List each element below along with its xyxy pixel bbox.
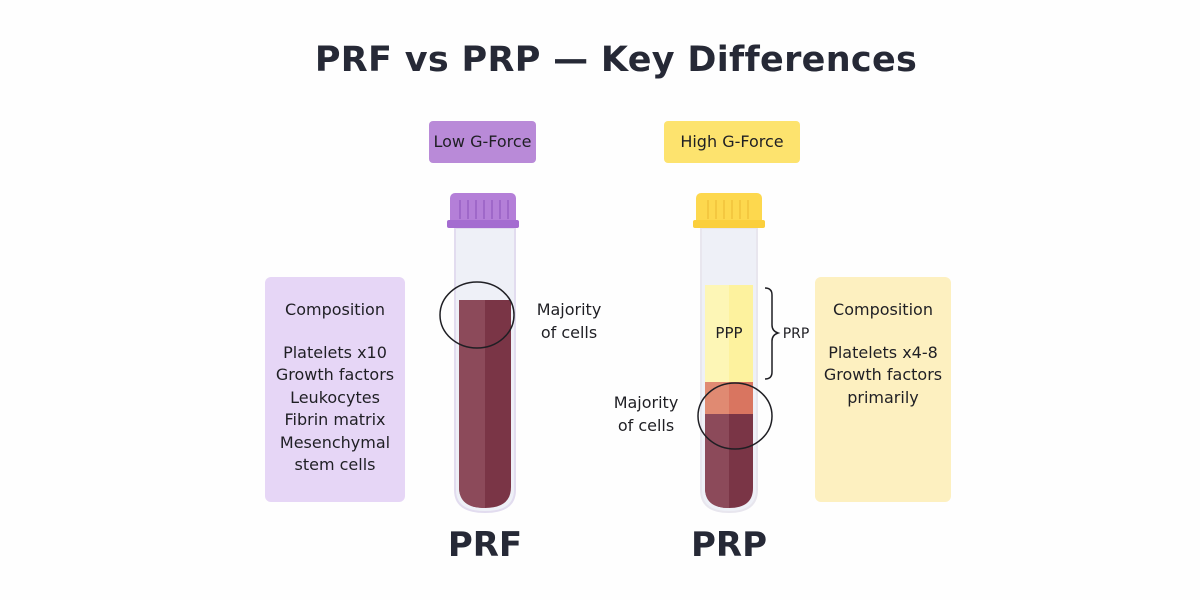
prf-majority-line: of cells — [540, 323, 598, 342]
prp-tube-icon — [693, 193, 781, 514]
prp-composition-item: Growth factors — [823, 365, 943, 384]
prp-majority-ellipse — [697, 382, 773, 450]
prf-majority-ellipse — [439, 281, 515, 349]
prp-composition-heading: Composition — [833, 300, 933, 319]
prf-composition-item: Growth factors — [275, 365, 395, 384]
prf-composition-item: stem cells — [294, 455, 376, 474]
prf-composition-item: Leukocytes — [290, 387, 380, 407]
ppp-layer-label: PPP — [715, 324, 743, 342]
prp-tube-name: PRP — [690, 525, 768, 565]
prp-majority-label: Majority of cells — [602, 391, 690, 437]
prf-tube-icon — [439, 193, 519, 514]
prf-composition-item: Mesenchymal — [279, 432, 391, 452]
prp-composition-box: Composition Platelets x4-8 Growth factor… — [815, 277, 951, 502]
prf-tube-name: PRF — [447, 525, 523, 565]
prp-majority-line: of cells — [617, 416, 675, 435]
prp-composition-item: primarily — [847, 387, 919, 407]
prf-majority-label: Majority of cells — [525, 298, 613, 344]
page-title: PRF vs PRP — Key Differences — [314, 40, 918, 80]
prp-composition-item: Platelets x4-8 — [828, 342, 938, 362]
prf-composition-heading: Composition — [285, 300, 385, 319]
prf-composition-item: Fibrin matrix — [284, 410, 386, 429]
prp-bracket — [764, 287, 781, 380]
prf-majority-line: Majority — [536, 300, 602, 319]
prp-bracket-label: PRP — [782, 326, 810, 342]
high-g-force-badge: High G-Force — [664, 121, 800, 163]
prp-majority-line: Majority — [613, 393, 679, 412]
prf-composition-item: Platelets x10 — [283, 342, 387, 362]
prf-composition-box: Composition Platelets x10 Growth factors… — [265, 277, 405, 502]
low-g-force-badge: Low G-Force — [429, 121, 536, 163]
